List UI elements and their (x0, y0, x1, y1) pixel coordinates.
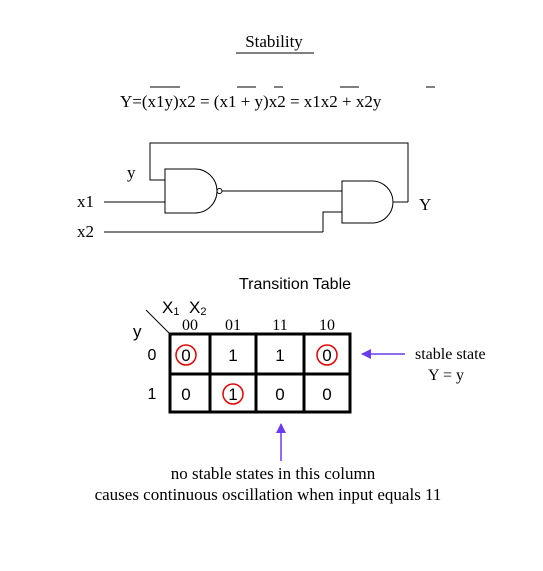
stable-condition-label: Y = y (428, 367, 464, 384)
stable-state-circle (222, 383, 244, 405)
table-cell: 0 (181, 385, 190, 404)
nand-gate (164, 168, 218, 214)
table-cell: 0 (322, 385, 331, 404)
stable-state-label: stable state (415, 346, 486, 363)
table-cell: 1 (275, 346, 284, 365)
table-cell: 1 (228, 346, 237, 365)
table-title: Transition Table (239, 276, 351, 293)
row-header: 0 (148, 347, 157, 364)
stable-state-circle (175, 344, 197, 366)
label-x1: x1 (77, 192, 94, 211)
stable-state-circle (316, 344, 338, 366)
label-x2: x2 (77, 222, 94, 241)
and-gate (341, 180, 394, 224)
page-title: Stability (245, 32, 303, 51)
equation: Y=(x1y)x2 = (x1 + y)x2 = x1x2 + x2y (120, 92, 382, 111)
column-note-line2: causes continuous oscillation when input… (95, 485, 442, 504)
table-cell: 0 (322, 346, 331, 365)
col-header: 00 (182, 317, 198, 334)
wire-feedback-y (149, 142, 409, 202)
label-y: y (127, 163, 136, 182)
col-header: 11 (272, 317, 287, 334)
row-header: 1 (148, 386, 157, 403)
var-x1-label: X1 (162, 298, 179, 318)
wire-x2-to-and (322, 211, 342, 232)
table-cell: 0 (275, 385, 284, 404)
var-y-label: y (133, 322, 142, 341)
col-header: 01 (225, 317, 241, 334)
col-header: 10 (319, 317, 335, 334)
table-cell: 0 (181, 346, 190, 365)
nand-bubble (216, 188, 223, 194)
logic-circuit (104, 142, 409, 233)
table-axis-diagonal (145, 309, 171, 335)
column-note-line1: no stable states in this column (171, 464, 376, 483)
label-Y: Y (419, 195, 431, 214)
var-x2-label: X2 (189, 298, 206, 318)
table-cell: 1 (228, 385, 237, 404)
